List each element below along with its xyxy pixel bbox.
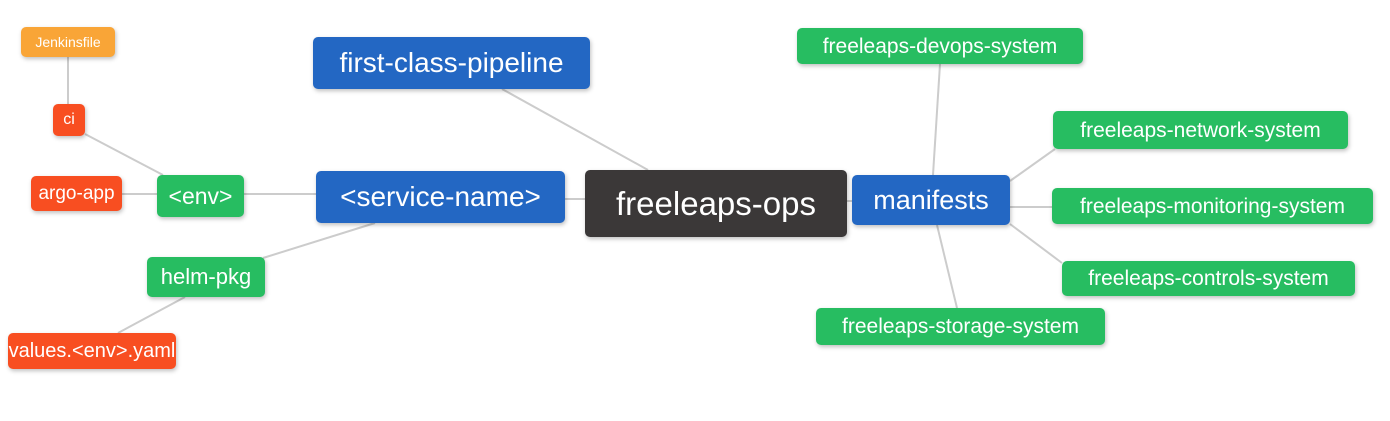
node-label: Jenkinsfile [35,34,101,50]
node-label: freeleaps-devops-system [822,34,1058,58]
node-label: <env> [168,182,233,209]
node-storage-system[interactable]: freeleaps-storage-system [816,308,1105,345]
node-label: <service-name> [340,181,541,212]
edge-helm-pkg-to-service-name [262,222,376,259]
edge-ci-to-env [84,133,164,176]
node-helm-pkg[interactable]: helm-pkg [147,257,265,297]
node-label: freeleaps-network-system [1080,118,1321,142]
node-values-env-yaml[interactable]: values.<env>.yaml [8,333,176,369]
node-label: freeleaps-storage-system [842,315,1079,338]
node-devops-system[interactable]: freeleaps-devops-system [797,28,1083,64]
node-label: freeleaps-controls-system [1088,267,1329,290]
node-first-class-pipeline[interactable]: first-class-pipeline [313,37,590,89]
edge-manifests-to-devops-system [932,63,941,176]
edge-values-env-yaml-to-helm-pkg [117,296,186,334]
node-controls-system[interactable]: freeleaps-controls-system [1062,261,1355,296]
node-env[interactable]: <env> [157,175,244,217]
edge-manifests-to-storage-system [936,224,958,309]
node-label: values.<env>.yaml [8,340,176,362]
edge-manifests-to-controls-system [1009,223,1063,264]
node-monitoring-system[interactable]: freeleaps-monitoring-system [1052,188,1373,224]
node-ci[interactable]: ci [53,104,85,136]
node-jenkinsfile[interactable]: Jenkinsfile [21,27,115,57]
node-freeleaps-ops[interactable]: freeleaps-ops [585,170,847,237]
node-label: freeleaps-ops [616,185,816,222]
node-label: helm-pkg [160,264,252,289]
node-label: ci [63,111,75,128]
node-label: first-class-pipeline [339,47,564,78]
node-argo-app[interactable]: argo-app [31,176,122,211]
node-manifests[interactable]: manifests [852,175,1010,225]
edge-first-class-pipeline-to-freeleaps-ops [501,88,649,171]
node-network-system[interactable]: freeleaps-network-system [1053,111,1348,149]
node-service-name[interactable]: <service-name> [316,171,565,223]
node-label: manifests [873,184,989,215]
node-label: freeleaps-monitoring-system [1080,194,1345,218]
node-label: argo-app [38,183,115,204]
edge-manifests-to-network-system [1009,148,1056,182]
